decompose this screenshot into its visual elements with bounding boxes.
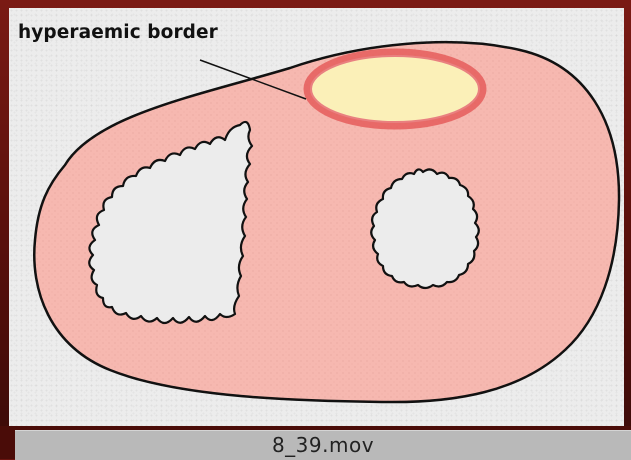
annotation-label: hyperaemic border [18, 22, 218, 43]
caption-panel: 8_39.mov [15, 430, 631, 460]
movie-filename: 8_39.mov [272, 433, 374, 457]
lesion-focus [311, 56, 479, 122]
